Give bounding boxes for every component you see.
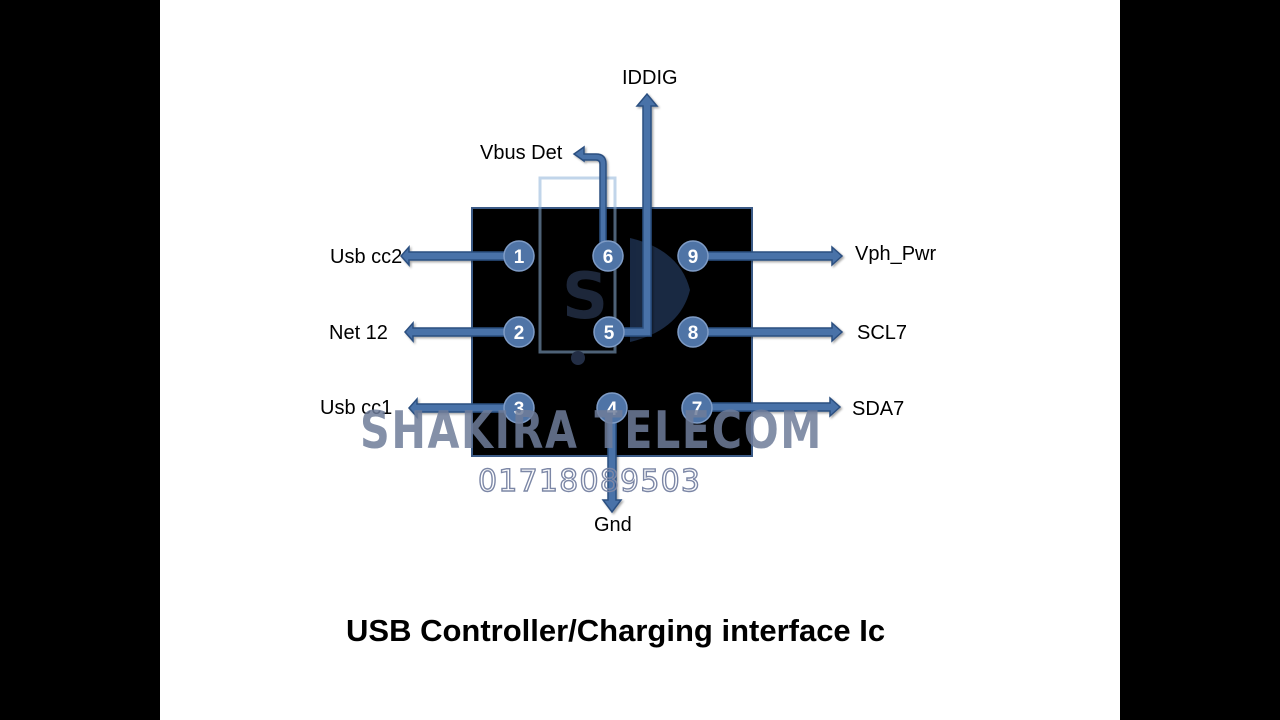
pinout-diagram: S 1 2 3 4 5 xyxy=(320,67,936,648)
pin-1-number: 1 xyxy=(514,247,525,268)
pin-2-arrow xyxy=(403,321,518,343)
pin-9-number: 9 xyxy=(688,247,699,268)
slide: S 1 2 3 4 5 xyxy=(160,0,1120,720)
pin-7-arrow xyxy=(699,396,842,418)
pin-8-label: SCL7 xyxy=(857,322,907,344)
pin-6-number: 6 xyxy=(603,247,614,268)
pin-8-number: 8 xyxy=(688,323,699,344)
pin-1-label: Usb cc2 xyxy=(330,246,402,268)
watermark-phone: 01718089503 xyxy=(478,464,710,499)
pin-2-label: Net 12 xyxy=(329,322,388,344)
pin-1: 1 xyxy=(503,240,535,272)
pin-8-arrow xyxy=(694,321,844,343)
watermark-name: SHAKIRA TELECOM xyxy=(360,401,823,461)
pin-1-arrow xyxy=(399,245,518,267)
pin-5-number: 5 xyxy=(604,323,615,344)
pin-4-arrow xyxy=(601,411,623,514)
pin-5: 5 xyxy=(593,316,625,348)
pin-9-label: Vph_Pwr xyxy=(855,243,936,265)
pin-3: 3 xyxy=(503,392,535,424)
pin-2: 2 xyxy=(503,316,535,348)
pin-7: 7 xyxy=(681,392,713,424)
pin-7-label: SDA7 xyxy=(852,398,904,420)
pin-3-label: Usb cc1 xyxy=(320,397,392,419)
diagram-title: USB Controller/Charging interface Ic xyxy=(346,613,885,648)
watermark-dot xyxy=(571,351,585,365)
pin-3-arrow xyxy=(407,397,518,419)
pin-9: 9 xyxy=(677,240,709,272)
pin-9-arrow xyxy=(694,245,844,267)
pin-4-number: 4 xyxy=(607,399,618,420)
pin-5-label: IDDIG xyxy=(622,67,678,89)
pin-7-number: 7 xyxy=(692,399,703,420)
pin-6: 6 xyxy=(592,240,624,272)
pin-4-label: Gnd xyxy=(594,514,632,536)
pin-4: 4 xyxy=(596,392,628,424)
pin-6-arrow xyxy=(572,145,607,247)
pin-6-label: Vbus Det xyxy=(480,142,563,164)
pin-3-number: 3 xyxy=(514,399,525,420)
pin-8: 8 xyxy=(677,316,709,348)
pin-5-arrow xyxy=(615,92,659,337)
pin-2-number: 2 xyxy=(514,323,525,344)
